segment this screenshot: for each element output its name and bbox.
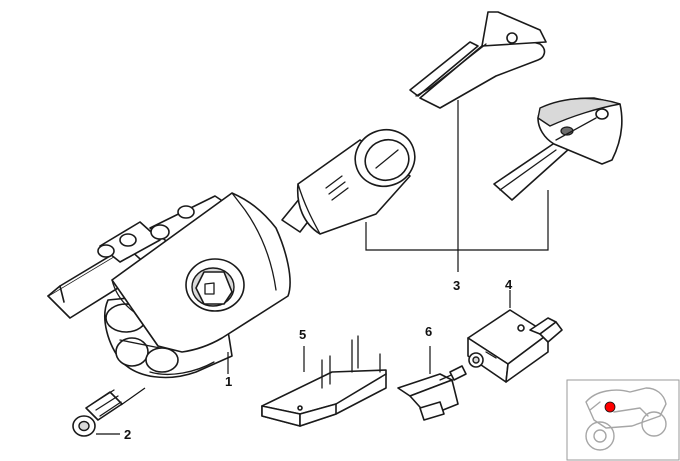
fork-clip[interactable]: 6 [397, 324, 467, 421]
label-3-leader: 3 [365, 100, 549, 293]
relay-switch[interactable]: 4 [467, 277, 563, 383]
ignition-lock-housing[interactable]: 1 [47, 192, 291, 389]
contact-plate[interactable]: 5 [261, 327, 387, 427]
label-1: 1 [225, 374, 232, 389]
lock-cylinder[interactable] [281, 121, 423, 235]
motorcycle-thumbnail[interactable] [566, 379, 680, 461]
label-6: 6 [425, 324, 432, 339]
label-3: 3 [453, 278, 460, 293]
key-with-grip[interactable] [493, 97, 623, 201]
label-5: 5 [299, 327, 306, 342]
key-blank[interactable] [409, 11, 547, 109]
location-marker-icon [604, 401, 616, 413]
label-2: 2 [124, 427, 131, 442]
label-4: 4 [505, 277, 513, 292]
screw[interactable]: 2 [72, 387, 146, 442]
